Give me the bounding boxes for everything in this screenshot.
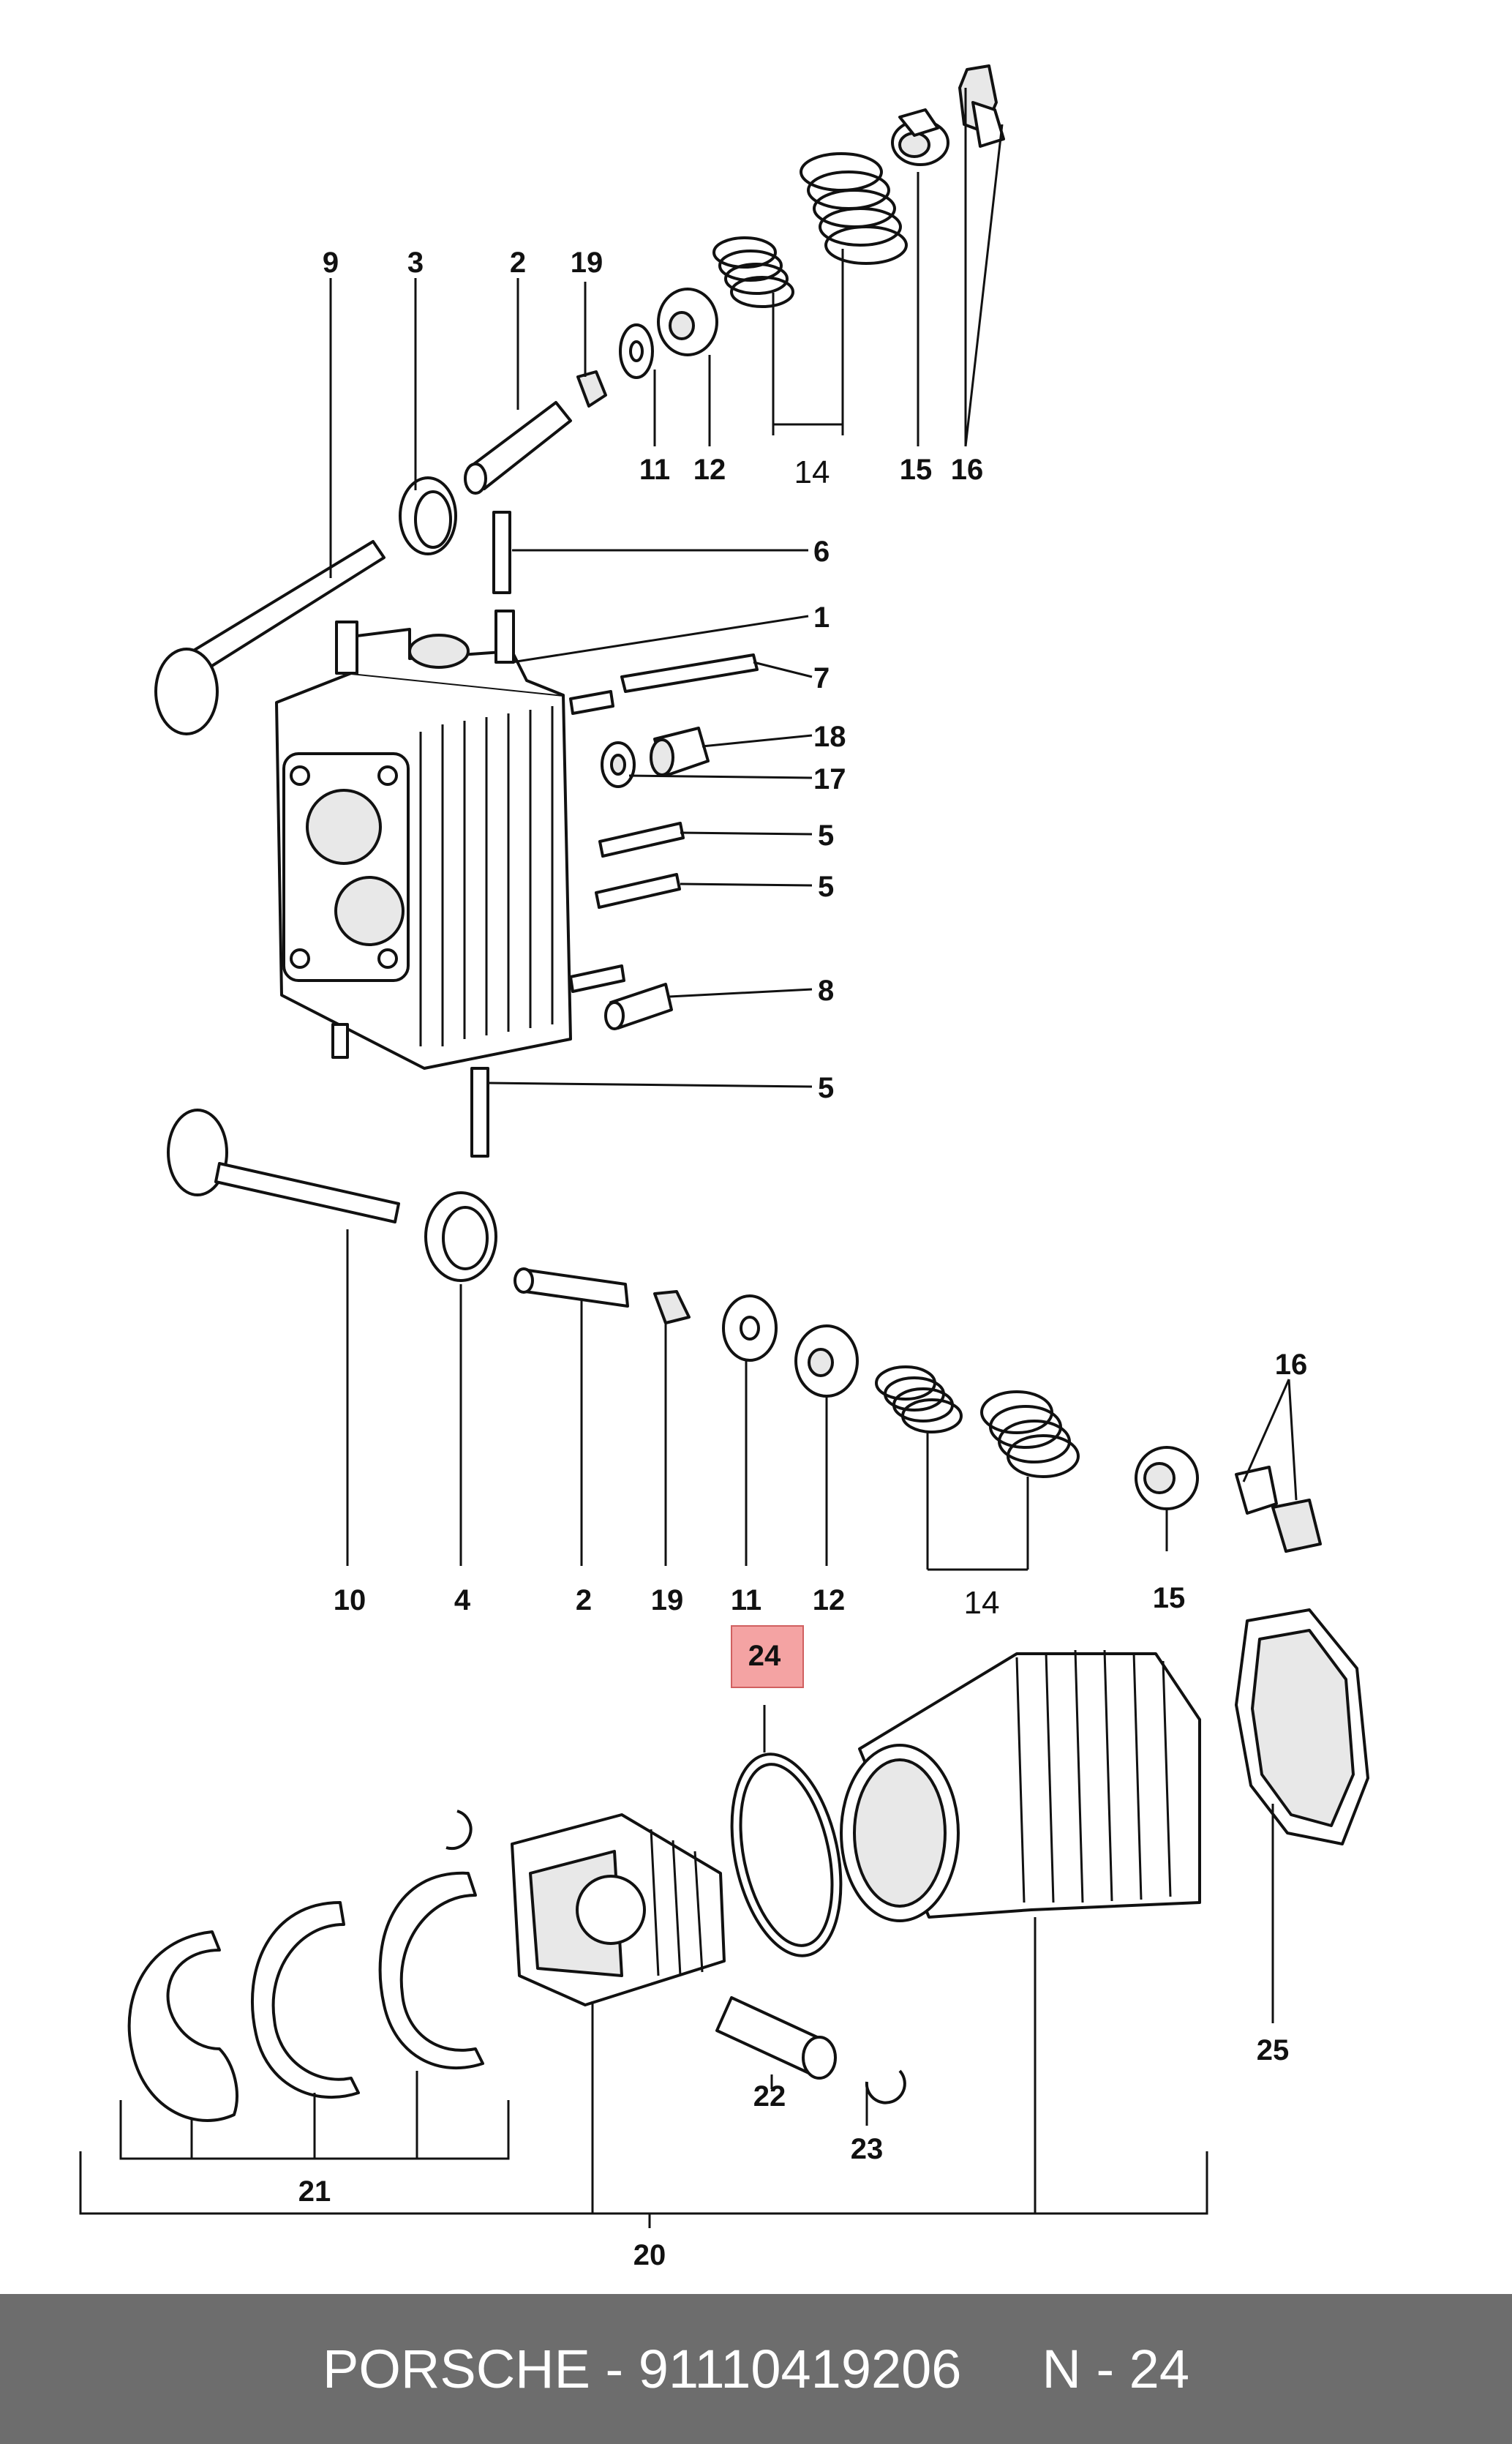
- leader-lines: [79, 88, 1298, 2228]
- callout-label: 6: [813, 536, 830, 568]
- cylinder-head: [275, 610, 572, 1158]
- exhaust-valve-part: [214, 1162, 400, 1223]
- callout-label: 23: [851, 2133, 884, 2165]
- part-number-caption: PORSCHE - 91110419206: [323, 2339, 962, 2399]
- piston-ring-part: [250, 1901, 360, 2099]
- stud-part: [595, 873, 681, 909]
- callout-labels-top: 9 3 2 19 11 12 14 15 16: [323, 247, 983, 490]
- callout-label: 17: [813, 763, 846, 795]
- callout-label: 16: [951, 454, 984, 486]
- stud-part: [598, 822, 685, 858]
- callout-label: 9: [323, 247, 339, 279]
- callout-label: 14: [794, 454, 830, 490]
- callout-label: 12: [813, 1584, 846, 1616]
- callout-label: 3: [407, 247, 424, 279]
- valve-stem-seal-part: [576, 370, 607, 408]
- valve-seat-ring-part: [414, 490, 452, 549]
- page-reference: N - 24: [1042, 2339, 1189, 2399]
- exploded-parts-diagram: 9 3 2 19 11 12 14 15 16 6 1 7 18 17 5 5 …: [79, 64, 1369, 2271]
- valve-spring-large: [980, 1390, 1080, 1478]
- callout-label: 5: [818, 871, 834, 903]
- short-stud-part: [569, 690, 614, 715]
- callout-label: 4: [454, 1584, 471, 1616]
- callout-label: 8: [818, 975, 834, 1007]
- callout-label: 25: [1257, 2034, 1290, 2066]
- piston-ring-part: [378, 1871, 484, 2070]
- stud-part: [492, 511, 511, 594]
- valve-spring-inner: [712, 236, 794, 308]
- head-hardware: [569, 653, 759, 1030]
- callout-label: 2: [576, 1584, 592, 1616]
- valve-guide-part: [464, 462, 487, 495]
- valve-keeper-part: [1271, 1499, 1322, 1553]
- callout-label: 16: [1275, 1349, 1308, 1381]
- valve-stem-seal-part: [653, 1290, 691, 1324]
- valve-seat-ring-part: [442, 1206, 489, 1270]
- piston-ring-part: [127, 1930, 238, 2122]
- highlight-box-24: [731, 1625, 804, 1688]
- stud-part: [569, 964, 625, 993]
- long-stud-part: [620, 653, 759, 693]
- valve-keeper-part: [1235, 1466, 1278, 1515]
- callout-label: 18: [813, 721, 846, 753]
- cylinder-piston-group: [127, 1608, 1369, 2122]
- callout-label: 19: [651, 1584, 684, 1616]
- callout-labels-right: 6 1 7 18 17 5 5 8 5: [813, 536, 846, 1104]
- exhaust-valve-part: [167, 1109, 228, 1196]
- callout-label: 5: [818, 820, 834, 852]
- washer-part: [629, 340, 644, 362]
- washer-part: [610, 754, 626, 776]
- callout-label: 7: [813, 662, 830, 694]
- callout-label: 22: [753, 2080, 786, 2113]
- callout-label: 10: [334, 1584, 366, 1616]
- valve-guide-part: [522, 1268, 629, 1308]
- callout-label: 2: [510, 247, 526, 279]
- callout-label: 15: [1153, 1582, 1186, 1614]
- callout-label: 20: [633, 2239, 666, 2271]
- upper-valve-train: [154, 64, 1005, 735]
- callout-labels-middle: 10 4 2 19 11 12 14 15 16: [334, 1349, 1308, 1621]
- callout-label: 5: [818, 1072, 834, 1104]
- callout-label: 12: [693, 454, 726, 486]
- circlip-part: [445, 1810, 473, 1851]
- callout-labels-bottom: 24 25 22 23 21 20: [298, 1640, 1290, 2271]
- callout-label-24: 24: [748, 1640, 781, 1672]
- valve-keeper-part: [971, 101, 1005, 148]
- callout-label: 21: [298, 2175, 331, 2208]
- callout-label: 15: [900, 454, 933, 486]
- callout-label: 14: [964, 1585, 1000, 1621]
- spring-retainer-part: [898, 108, 939, 137]
- caption-bar: PORSCHE - 91110419206 N - 24: [0, 2294, 1512, 2444]
- intake-valve-part: [154, 648, 219, 735]
- callout-label: 11: [731, 1584, 761, 1616]
- callout-label: 19: [571, 247, 603, 279]
- circlip-part: [865, 2069, 906, 2104]
- lower-valve-train: [167, 1109, 1322, 1553]
- spring-seat-part: [669, 311, 695, 340]
- callout-label: 1: [813, 601, 830, 634]
- callout-label: 11: [639, 454, 670, 486]
- valve-spring-small: [875, 1365, 963, 1433]
- valve-spring-outer: [800, 152, 908, 265]
